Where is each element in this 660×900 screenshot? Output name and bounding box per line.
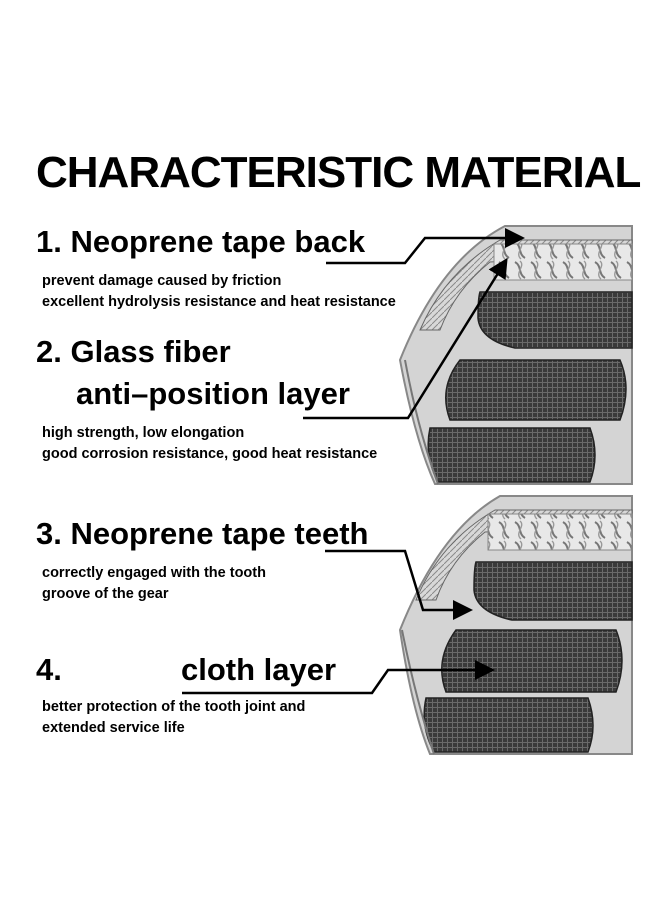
item-3-detail-2: groove of the gear: [42, 586, 169, 602]
item-4-number: 4.: [36, 652, 62, 687]
item-2-detail-2: good corrosion resistance, good heat res…: [42, 446, 378, 462]
item-2-details: high strength, low elongation good corro…: [42, 423, 377, 465]
item-4-detail-1: better protection of the tooth joint and: [42, 699, 306, 715]
item-2-detail-1: high strength, low elongation: [42, 425, 245, 441]
item-3-heading: 3. Neoprene tape teeth: [36, 516, 369, 551]
item-4-details: better protection of the tooth joint and…: [42, 697, 305, 739]
leader-line-1: [326, 228, 525, 265]
leader-line-3: [325, 549, 473, 620]
item-2-heading-line-2: anti–position layer: [76, 376, 350, 411]
item-1-heading: 1. Neoprene tape back: [36, 224, 366, 259]
belt-upper: [398, 225, 633, 485]
leader-line-4: [182, 660, 495, 695]
item-2-heading-line-1: 2. Glass fiber: [36, 334, 231, 369]
leader-line-2: [303, 257, 508, 420]
item-1-detail-1: prevent damage caused by friction: [42, 273, 282, 289]
page-title: CHARACTERISTIC MATERIAL: [36, 148, 641, 197]
item-1-detail-2: excellent hydrolysis resistance and heat…: [42, 294, 396, 310]
item-3-detail-1: correctly engaged with the tooth: [42, 565, 266, 581]
item-4-detail-2: extended service life: [42, 720, 185, 736]
item-1-details: prevent damage caused by friction excell…: [42, 271, 396, 313]
item-4-heading: cloth layer: [181, 652, 337, 687]
item-3-details: correctly engaged with the tooth groove …: [42, 563, 266, 605]
